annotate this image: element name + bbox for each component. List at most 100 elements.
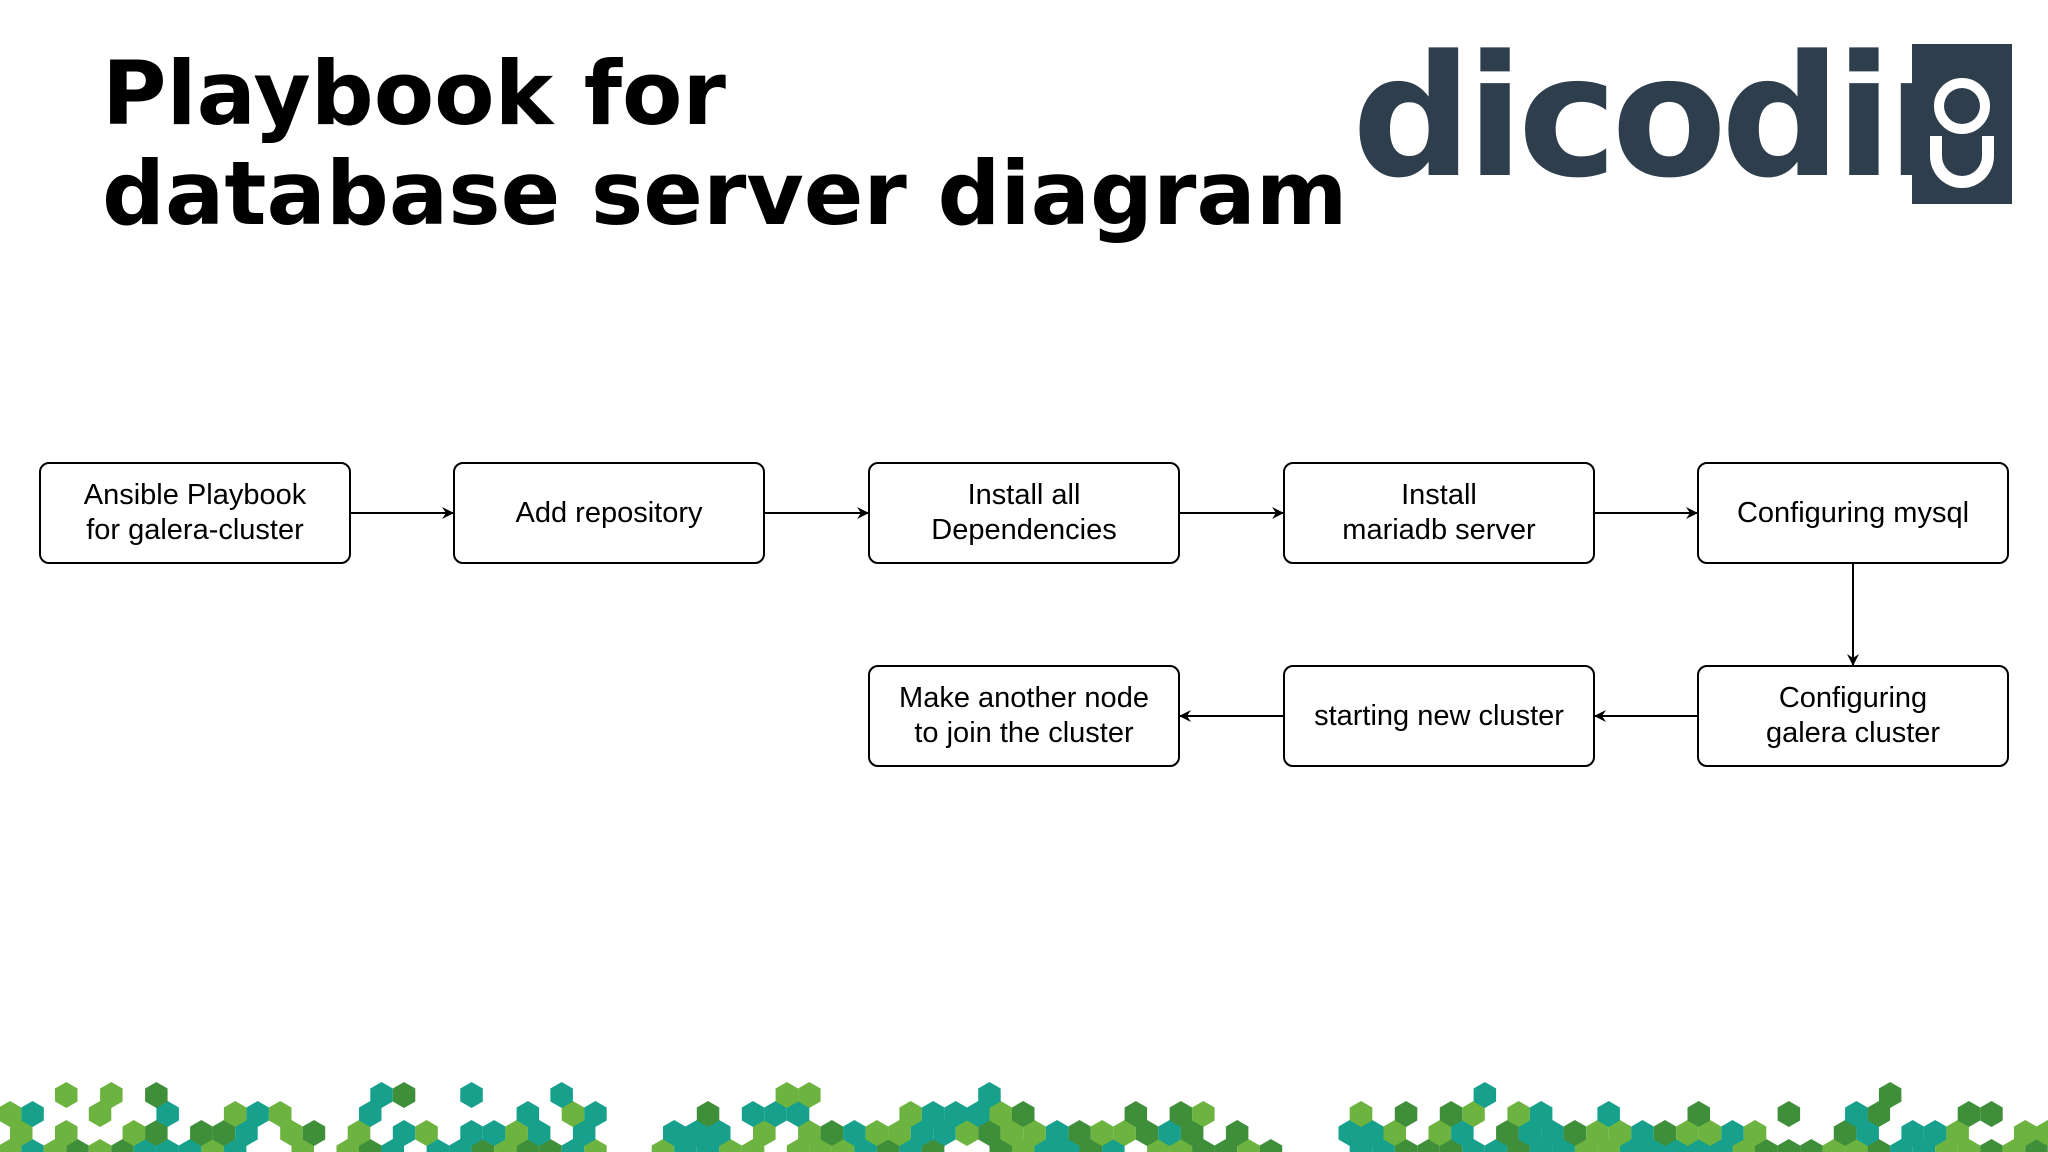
hexagon-shape [685, 1120, 708, 1146]
hexagon-shape [1012, 1101, 1035, 1127]
hexagon-shape [1946, 1120, 1969, 1146]
hexagon-shape [1822, 1139, 1846, 1152]
hexagon-shape [1462, 1139, 1485, 1152]
hexagon-shape [460, 1120, 483, 1146]
flow-node-configuring-mysql: Configuring mysql [1697, 462, 2009, 564]
hexagon-shape [122, 1120, 146, 1146]
hexagon-shape [798, 1120, 821, 1146]
hexagon-shape [1169, 1101, 1193, 1127]
hexagon-shape [223, 1101, 247, 1127]
hexagon-shape [1518, 1120, 1542, 1146]
hexagon-shape [978, 1082, 1001, 1108]
hexagon-shape [246, 1101, 269, 1127]
hexagon-shape [1980, 1139, 2003, 1152]
hexagon-shape [1541, 1120, 1564, 1146]
hexagon-shape [1563, 1120, 1587, 1146]
hexagon-shape [88, 1101, 112, 1127]
hexagon-shape [1338, 1120, 1361, 1146]
hexagon-shape [967, 1101, 990, 1127]
flow-node-configuring-galera: Configuring galera cluster [1697, 665, 2009, 767]
hexagon-shape [1608, 1120, 1632, 1146]
hexagon-shape [145, 1120, 168, 1146]
hexagon-shape [347, 1120, 371, 1146]
hexagon-shape [865, 1120, 889, 1146]
hexagon-shape [88, 1139, 112, 1152]
hexagon-shape [798, 1082, 821, 1108]
logo-wordmark: dicodin [1352, 19, 2006, 215]
hexagon-shape [359, 1101, 382, 1127]
hexagon-shape [359, 1139, 382, 1152]
flow-node-install-dependencies: Install all Dependencies [868, 462, 1180, 564]
hexagon-shape [1439, 1101, 1463, 1127]
hexagon-shape [0, 1101, 22, 1127]
hexagon-shape [1800, 1139, 1823, 1152]
flow-node-add-repository: Add repository [453, 462, 765, 564]
hexagon-shape [505, 1120, 528, 1146]
hexagon-pattern-footer [0, 1082, 2048, 1152]
hexagon-shape [100, 1082, 123, 1108]
hexagon-shape [1000, 1120, 1024, 1146]
hexagon-shape [989, 1101, 1012, 1127]
flow-node-install-mariadb: Install mariadb server [1283, 462, 1595, 564]
hexagon-shape [1878, 1082, 1902, 1108]
hexagon-shape [1158, 1120, 1181, 1146]
hexagon-shape [1394, 1101, 1418, 1127]
hexagon-shape [43, 1139, 67, 1152]
hexagon-shape [786, 1101, 810, 1127]
hexagon-shape [460, 1082, 483, 1108]
hexagon-shape [2036, 1120, 2048, 1146]
hexagon-shape [1777, 1139, 1801, 1152]
hexagon-shape [764, 1101, 787, 1127]
hexagon-shape [1259, 1139, 1283, 1152]
hexagon-shape [899, 1101, 922, 1127]
hexagon-shape [1721, 1120, 1744, 1146]
hexagon-shape [1901, 1120, 1924, 1146]
hexagon-shape [1507, 1101, 1530, 1127]
hexagon-shape [1687, 1101, 1710, 1127]
hexagon-shape [674, 1139, 697, 1152]
hexagon-shape [955, 1120, 979, 1146]
hexagon-shape [1833, 1120, 1857, 1146]
hexagon-shape [1777, 1101, 1801, 1127]
hexagon-shape [392, 1082, 416, 1108]
hexagon-shape [302, 1120, 326, 1146]
hexagon-shape [1023, 1120, 1046, 1146]
hexagon-shape [1462, 1101, 1485, 1127]
dicoding-logo: dicodin [1352, 22, 2022, 212]
hexagon-shape [1597, 1101, 1620, 1127]
hexagon-shape [1451, 1120, 1474, 1146]
hexagon-shape [1586, 1120, 1609, 1146]
hexagon-shape [843, 1120, 866, 1146]
hexagon-shape [1529, 1101, 1553, 1127]
hexagon-shape [415, 1120, 438, 1146]
hexagon-shape [55, 1082, 78, 1108]
hexagon-shape [921, 1101, 945, 1127]
slide-title: Playbook for database server diagram [102, 44, 1347, 244]
hexagon-shape [336, 1139, 359, 1152]
hexagon-shape [10, 1120, 33, 1146]
hexagon-shape [910, 1120, 934, 1146]
hexagon-shape [561, 1101, 585, 1127]
hexagon-shape [156, 1101, 179, 1127]
hexagon-shape [1473, 1082, 1497, 1108]
hexagon-shape [1653, 1120, 1677, 1146]
hexagon-shape [1180, 1120, 1204, 1146]
hexagon-shape [1845, 1101, 1868, 1127]
hexagon-shape [753, 1120, 776, 1146]
slide-title-line2: database server diagram [102, 142, 1348, 245]
hexagon-shape [268, 1101, 292, 1127]
hexagon-shape [1068, 1120, 1091, 1146]
hexagon-shape [1698, 1120, 1722, 1146]
hexagon-shape [944, 1101, 967, 1127]
hexagon-shape [178, 1139, 202, 1152]
hexagon-shape [1417, 1139, 1440, 1152]
hexagon-shape [1496, 1120, 1519, 1146]
hexagon-shape [212, 1120, 236, 1146]
hexagon-shape [888, 1120, 911, 1146]
flow-node-join-cluster: Make another node to join the cluster [868, 665, 1180, 767]
hexagon-shape [1361, 1120, 1384, 1146]
hexagon-shape [1676, 1120, 1699, 1146]
hexagon-shape [21, 1101, 44, 1127]
hexagon-shape [55, 1120, 78, 1146]
